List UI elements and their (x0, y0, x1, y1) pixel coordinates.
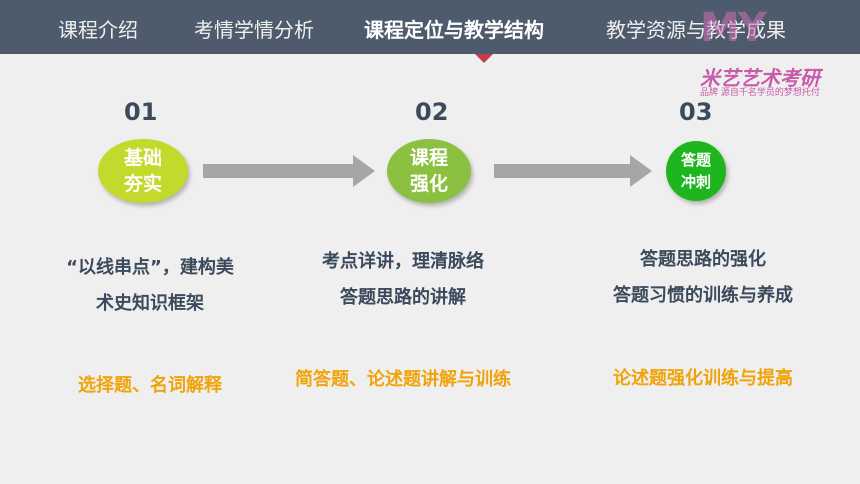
step-circle-1-line1: 基础 (123, 147, 162, 169)
step-number-2: 02 (415, 98, 449, 126)
tab-exam-analysis[interactable]: 考情学情分析 (194, 18, 314, 42)
step-1-desc-line1: “以线串点”，建构美 (66, 257, 234, 278)
step-circle-3-line2: 冲刺 (680, 173, 711, 191)
step-circle-1: 基础 夯实 (98, 139, 188, 203)
step-number-3: 03 (679, 98, 713, 126)
step-circle-2-line1: 课程 (409, 147, 448, 169)
step-3-desc-line1: 答题思路的强化 (640, 249, 766, 270)
step-circle-3-line1: 答题 (680, 151, 711, 169)
step-1-desc-line2: 术史知识框架 (96, 293, 204, 314)
step-2-description: 考点详讲，理清脉络 答题思路的讲解 (283, 244, 523, 316)
step-3-description: 答题思路的强化 答题习惯的训练与养成 (583, 242, 823, 314)
tab-course-intro[interactable]: 课程介绍 (58, 18, 138, 42)
step-3-topic: 论述题强化训练与提高 (613, 368, 793, 389)
step-circle-2: 课程 强化 (387, 139, 471, 203)
step-circle-1-line2: 夯实 (123, 173, 162, 195)
step-2-desc-line2: 答题思路的讲解 (340, 287, 466, 308)
step-1-topic: 选择题、名词解释 (78, 375, 222, 396)
arrow-right-icon (494, 155, 652, 187)
active-tab-pointer (475, 54, 493, 63)
logo-mark: MY (700, 5, 767, 51)
step-2-topic: 简答题、论述题讲解与训练 (295, 369, 511, 390)
step-circle-2-line2: 强化 (409, 173, 448, 195)
tab-teaching-resources[interactable]: 教学资源与教学成果 (606, 18, 786, 42)
step-3-desc-line2: 答题习惯的训练与养成 (613, 285, 793, 306)
step-1-description: “以线串点”，建构美 术史知识框架 (30, 250, 270, 322)
step-circle-3: 答题 冲刺 (666, 141, 726, 201)
brand-logo: MY 米艺艺术考研 品牌 源自千名学员的梦想托付 (700, 4, 850, 98)
top-nav-bar: 课程介绍 考情学情分析 课程定位与教学结构 教学资源与教学成果 (0, 0, 860, 54)
logo-name: 米艺艺术考研 (700, 66, 820, 90)
step-2-desc-line1: 考点详讲，理清脉络 (322, 251, 484, 272)
tab-course-positioning[interactable]: 课程定位与教学结构 (364, 18, 544, 42)
arrow-right-icon (203, 155, 375, 187)
step-number-1: 01 (124, 98, 158, 126)
logo-tagline: 品牌 源自千名学员的梦想托付 (700, 88, 820, 98)
